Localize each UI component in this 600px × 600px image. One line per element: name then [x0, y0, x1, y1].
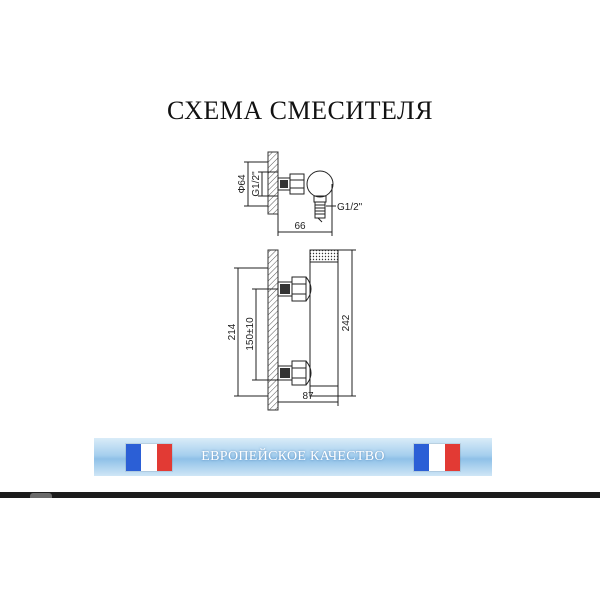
label-150: 150±10 — [245, 317, 256, 351]
bottom-bar — [0, 492, 600, 498]
banner-text: ЕВРОПЕЙСКОЕ КАЧЕСТВО — [201, 449, 385, 464]
outlet-nipple — [314, 201, 326, 219]
nut-upper — [291, 276, 307, 302]
label-87: 87 — [302, 391, 314, 402]
top-view — [244, 151, 336, 236]
label-dia: Φ64 — [237, 174, 248, 194]
french-flag-icon — [126, 444, 172, 471]
french-flag-icon — [414, 444, 460, 471]
label-214: 214 — [227, 323, 238, 340]
quality-banner: ЕВРОПЕЙСКОЕ КАЧЕСТВО — [94, 438, 492, 476]
label-66: 66 — [294, 221, 306, 232]
front-view — [234, 249, 356, 411]
nut-lower — [291, 360, 307, 386]
mixer-body — [309, 249, 339, 397]
diagram-title: СХЕМА СМЕСИТЕЛЯ — [166, 96, 434, 125]
knurled-handle — [309, 249, 339, 263]
wall-hatch-top — [267, 151, 279, 215]
wall-hatch-front — [267, 249, 279, 411]
label-thread-left: G1/2" — [251, 171, 262, 197]
hex-nut-top — [289, 173, 305, 195]
label-thread-outlet: G1/2" — [337, 202, 363, 213]
body-circle-top — [306, 170, 334, 198]
label-242: 242 — [341, 314, 352, 331]
